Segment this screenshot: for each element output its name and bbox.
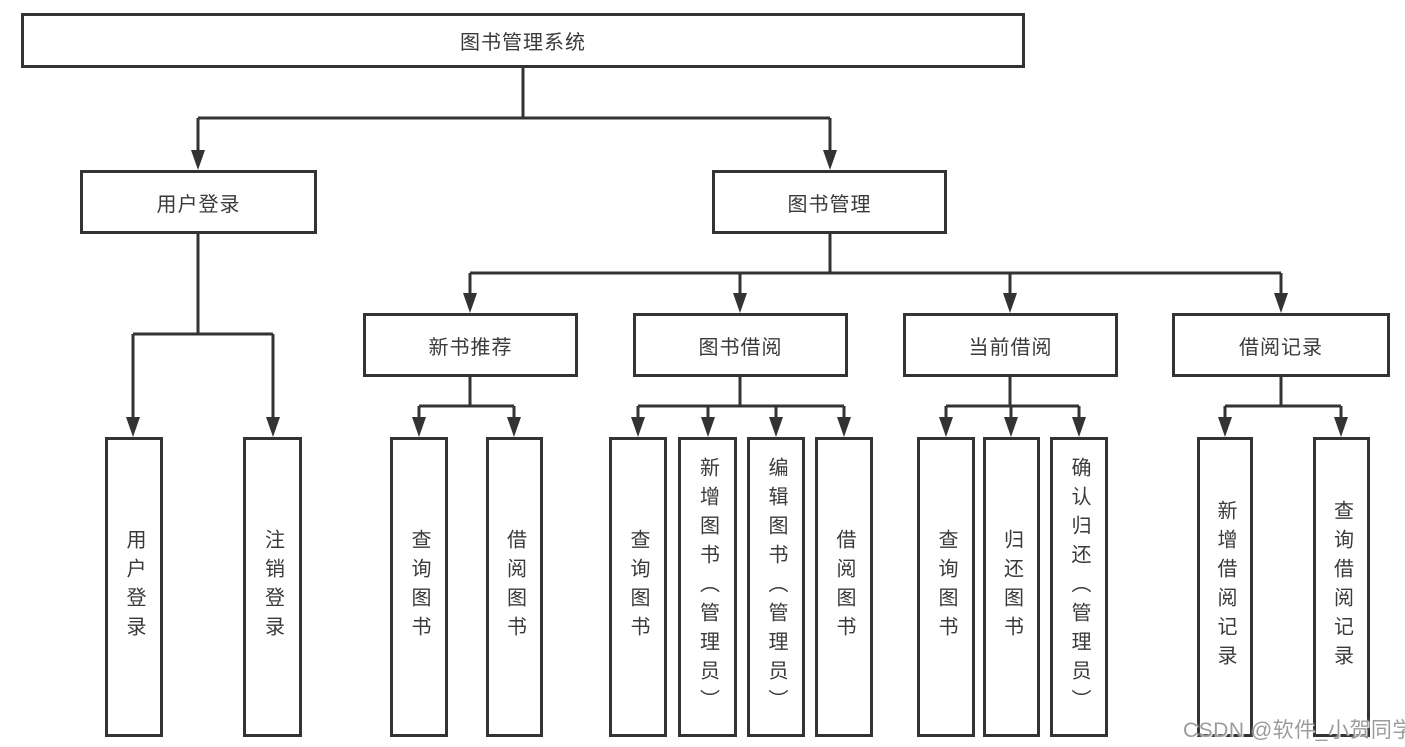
connector-book-management-to-level3	[468, 234, 1283, 294]
csdn-watermark: CSDN @软件_小贺同学	[1183, 719, 1405, 742]
leaf-borrow-books-recommend: 借阅图书	[486, 437, 543, 737]
arrowheads-level2	[191, 150, 837, 170]
leaf-return-book: 归还图书	[983, 437, 1040, 737]
node-library-management-system: 图书管理系统	[21, 13, 1025, 68]
connector-root-to-level2	[196, 68, 832, 151]
arrowheads-user-login-leaves	[126, 417, 280, 437]
node-label: 确认归还（管理员）	[1068, 456, 1090, 718]
node-label: 图书管理系统	[460, 32, 586, 54]
connector-new-book-to-leaves	[417, 377, 516, 418]
node-new-book-recommendation: 新书推荐	[363, 313, 578, 377]
leaf-query-books-recommend: 查询图书	[390, 437, 448, 737]
node-label: 查询图书	[627, 529, 649, 645]
leaf-confirm-return-admin: 确认归还（管理员）	[1050, 437, 1108, 737]
node-label: 新增图书（管理员）	[696, 456, 719, 718]
node-label: 查询图书	[935, 529, 957, 645]
connector-current-borrow-to-leaves	[944, 377, 1081, 418]
leaf-logout: 注销登录	[243, 437, 302, 737]
node-book-management: 图书管理	[712, 170, 947, 234]
node-label: 用户登录	[123, 529, 145, 645]
node-borrowing-records: 借阅记录	[1172, 313, 1390, 377]
arrowheads-level3	[463, 293, 1288, 313]
connector-user-login-to-leaves	[131, 234, 275, 418]
leaf-add-borrow-record: 新增借阅记录	[1197, 437, 1253, 737]
node-label: 用户登录	[156, 193, 241, 216]
leaf-user-login: 用户登录	[105, 437, 163, 737]
leaf-query-books-current: 查询图书	[917, 437, 975, 737]
node-label: 借阅图书	[833, 529, 855, 645]
arrowheads-new-book-leaves	[412, 417, 521, 437]
node-label: 新增借阅记录	[1214, 500, 1236, 674]
leaf-borrow-books: 借阅图书	[815, 437, 873, 737]
leaf-query-borrow-record: 查询借阅记录	[1313, 437, 1370, 737]
node-current-borrowing: 当前借阅	[903, 313, 1118, 377]
node-label: 编辑图书（管理员）	[765, 456, 787, 718]
arrowheads-current-borrow-leaves	[939, 417, 1086, 437]
arrowheads-borrow-records-leaves	[1218, 417, 1348, 437]
node-label: 当前借阅	[968, 336, 1053, 359]
node-book-borrowing: 图书借阅	[633, 313, 848, 377]
node-label: 查询图书	[408, 529, 430, 645]
connector-book-borrow-to-leaves	[636, 377, 846, 418]
node-label: 注销登录	[261, 529, 284, 645]
node-user-login: 用户登录	[80, 170, 317, 234]
leaf-query-books-borrow: 查询图书	[609, 437, 667, 737]
leaf-edit-book-admin: 编辑图书（管理员）	[747, 437, 805, 737]
leaf-add-book-admin: 新增图书（管理员）	[678, 437, 737, 737]
node-label: 借阅记录	[1239, 336, 1323, 359]
node-label: 借阅图书	[503, 529, 526, 645]
node-label: 图书管理	[787, 193, 872, 216]
node-label: 新书推荐	[428, 336, 513, 359]
connector-borrow-records-to-leaves	[1223, 377, 1343, 418]
node-label: 查询借阅记录	[1330, 500, 1353, 674]
node-label: 图书借阅	[698, 336, 783, 359]
node-label: 归还图书	[1000, 529, 1023, 645]
arrowheads-book-borrow-leaves	[631, 417, 851, 437]
